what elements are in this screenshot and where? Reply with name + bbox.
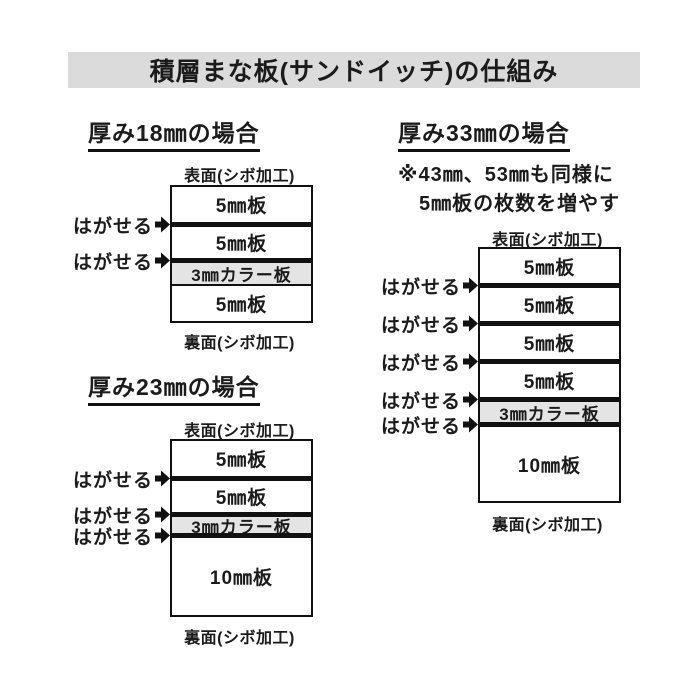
peel-arrow-icon [155, 216, 170, 233]
peel-separator: はがせる [381, 277, 619, 298]
peel-label-text: はがせる [380, 353, 461, 374]
peel-arrow-icon [463, 353, 478, 370]
layer-stack-23mm: 5㎜板 はがせる 5㎜板 はがせる 3㎜カラー板 はがせる [73, 439, 313, 617]
board-layer: 5㎜板 [172, 227, 311, 258]
front-surface-label-33mm: 表面(シボ加工) [492, 232, 603, 249]
layer-stack-18mm: 5㎜板 はがせる 5㎜板 はがせる 3㎜カラー板 5㎜板 [73, 185, 313, 323]
peel-separator: はがせる [381, 315, 619, 336]
board-layer-label: 10㎜板 [209, 568, 274, 589]
board-layer-label: 5㎜板 [215, 196, 268, 217]
board-layer: 5㎜板 [172, 441, 311, 476]
peel-separator: はがせる [381, 391, 619, 412]
peel-label-text: はがせる [380, 416, 461, 437]
back-surface-label-33mm: 裏面(シボ加工) [492, 517, 603, 534]
board-layer: 5㎜板 [480, 288, 619, 321]
color-board-layer: 3㎜カラー板 [172, 517, 311, 537]
peel-label: はがせる [73, 247, 170, 274]
peel-separator: はがせる [73, 216, 311, 237]
color-board-layer: 3㎜カラー板 [172, 263, 311, 285]
peel-arrow-icon [155, 527, 170, 544]
board-layer: 10㎜板 [480, 427, 619, 501]
peel-arrow-icon [155, 252, 170, 269]
peel-label-text: はがせる [380, 315, 461, 336]
board-layer-label: 5㎜板 [523, 257, 576, 279]
peel-separator: はがせる [73, 506, 311, 527]
board-layer: 10㎜板 [172, 538, 311, 615]
peel-arrow-icon [463, 315, 478, 332]
back-surface-label-18mm: 裏面(シボ加工) [184, 335, 295, 352]
board-layer: 5㎜板 [480, 364, 619, 397]
board-layer-label: 5㎜板 [523, 372, 576, 393]
note-33mm: ※43㎜、53㎜も同様に 5㎜板の枚数を増やす [398, 161, 620, 219]
board-layer-label: 10㎜板 [517, 455, 582, 477]
board-layer-label: 5㎜板 [215, 295, 268, 316]
board-layer: 5㎜板 [172, 286, 311, 321]
board-layer: 5㎜板 [172, 187, 311, 222]
title-banner: 積層まな板(サンドイッチ)の仕組み [68, 52, 640, 88]
peel-label-text: はがせる [72, 527, 153, 548]
board-layer-label: 5㎜板 [215, 488, 268, 509]
color-board-layer-label: 3㎜カラー板 [191, 517, 292, 537]
board-layer: 5㎜板 [172, 481, 311, 512]
peel-label: はがせる [381, 411, 478, 438]
peel-label: はがせる [73, 522, 170, 549]
heading-33mm: 厚み33㎜の場合 [398, 120, 570, 153]
separator [172, 284, 311, 286]
peel-arrow-icon [155, 470, 170, 487]
board-layer: 5㎜板 [480, 326, 619, 359]
note-line-1: ※43㎜、53㎜も同様に [398, 164, 614, 186]
peel-label-text: はがせる [72, 470, 153, 491]
peel-arrow-icon [463, 277, 478, 294]
back-surface-label-23mm: 裏面(シボ加工) [184, 630, 295, 647]
peel-arrow-icon [155, 506, 170, 523]
peel-separator: はがせる [73, 252, 311, 273]
heading-23mm: 厚み23㎜の場合 [88, 374, 260, 407]
peel-arrow-icon [463, 416, 478, 433]
color-board-layer-label: 3㎜カラー板 [191, 266, 292, 285]
peel-label: はがせる [381, 386, 478, 413]
front-surface-label-23mm: 表面(シボ加工) [184, 423, 295, 440]
peel-separator: はがせる [73, 470, 311, 491]
peel-separator: はがせる [73, 527, 311, 548]
peel-label-text: はがせる [380, 391, 461, 412]
board-layer: 5㎜板 [480, 249, 619, 283]
peel-label: はがせる [381, 310, 478, 337]
peel-label-text: はがせる [72, 506, 153, 527]
board-layer-label: 5㎜板 [523, 334, 576, 355]
peel-label: はがせる [73, 465, 170, 492]
heading-18mm: 厚み18㎜の場合 [88, 120, 260, 153]
peel-label-text: はがせる [72, 252, 153, 273]
peel-label-text: はがせる [72, 216, 153, 237]
peel-label-text: はがせる [380, 277, 461, 298]
note-line-2: 5㎜板の枚数を増やす [419, 193, 621, 215]
layer-stack-33mm: 5㎜板 はがせる 5㎜板 はがせる 5㎜板 はがせる 5㎜ [381, 247, 621, 503]
peel-label: はがせる [73, 211, 170, 238]
board-layer-label: 5㎜板 [523, 296, 576, 317]
board-layer-label: 5㎜板 [215, 234, 268, 255]
peel-separator: はがせる [381, 416, 619, 437]
front-surface-label-18mm: 表面(シボ加工) [184, 168, 295, 185]
page-title: 積層まな板(サンドイッチ)の仕組み [149, 58, 559, 86]
color-board-layer: 3㎜カラー板 [480, 402, 619, 424]
color-board-layer-label: 3㎜カラー板 [499, 404, 600, 424]
peel-label: はがせる [381, 272, 478, 299]
board-layer-label: 5㎜板 [215, 450, 268, 471]
peel-arrow-icon [463, 391, 478, 408]
peel-label: はがせる [73, 501, 170, 528]
peel-separator: はがせる [381, 353, 619, 374]
peel-label: はがせる [381, 348, 478, 375]
